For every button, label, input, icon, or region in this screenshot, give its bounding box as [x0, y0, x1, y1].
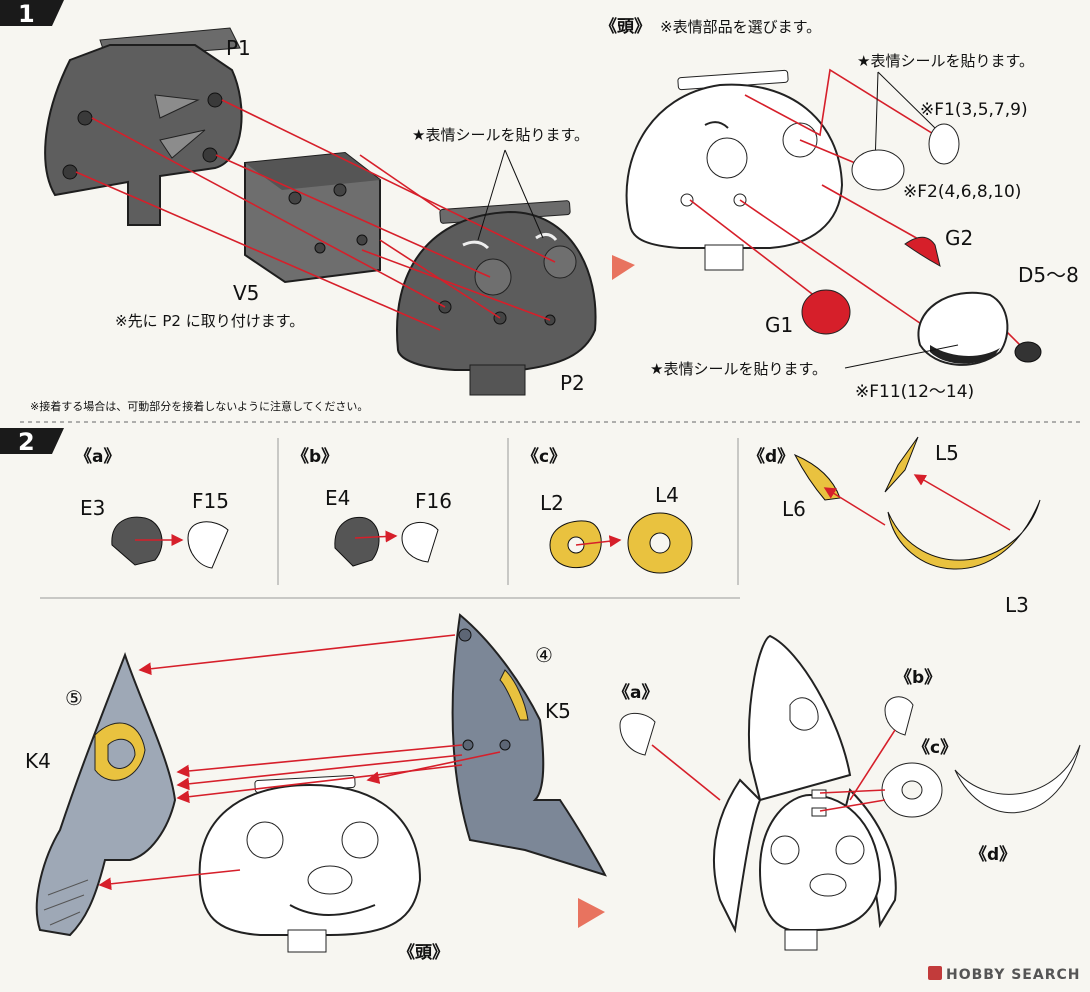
watermark-logo-icon: [928, 966, 942, 980]
part-k4: [35, 652, 177, 937]
watermark: HOBBY SEARCH: [946, 967, 1080, 983]
group-dividers: [277, 438, 739, 585]
label-e4: E4: [325, 486, 350, 510]
step-1-badge: [0, 0, 64, 26]
part-p2: [396, 200, 597, 396]
part-l5: [884, 436, 919, 493]
assembly-lines-head: [689, 68, 1021, 346]
part-d5-d8: [917, 291, 1042, 366]
final-part-c: [881, 762, 943, 818]
part-e4: [334, 516, 380, 567]
step-1-flow-arrow: [612, 255, 635, 280]
label-f2: ※F2(4,6,8,10): [903, 182, 1021, 202]
part-f2-sticker: [851, 149, 905, 191]
label-f16: F16: [415, 489, 452, 513]
group-d-label: 《d》: [748, 446, 794, 467]
part-l2: [549, 520, 602, 569]
label-g2: G2: [945, 226, 973, 250]
final-label-d: 《d》: [970, 844, 1016, 865]
head-title: 《頭》: [600, 16, 651, 37]
group-b-label: 《b》: [292, 446, 338, 467]
final-label-c: 《c》: [913, 737, 957, 758]
sticker-note-2: ★表情シールを貼ります。: [857, 52, 1034, 70]
step-1-number: 1: [18, 0, 35, 28]
step-2-badge: [0, 428, 64, 454]
head-white-2: [198, 775, 422, 953]
part-f1-sticker: [928, 123, 960, 165]
marker-5: ⑤: [65, 686, 83, 710]
assembly-lines-step1: [75, 99, 556, 331]
label-p2: P2: [560, 371, 585, 395]
head-label-2: 《頭》: [398, 942, 449, 963]
part-f15: [187, 521, 229, 569]
sticker-note-1: ★表情シールを貼ります。: [412, 126, 589, 144]
group-c-label: 《c》: [522, 446, 566, 467]
v5-note: ※先に P2 に取り付けます。: [115, 312, 304, 330]
label-l3: L3: [1005, 593, 1029, 617]
glue-note: ※接着する場合は、可動部分を接着しないように注意してください。: [30, 399, 368, 413]
label-l4: L4: [655, 483, 679, 507]
label-d5-d8: D5〜8: [1018, 263, 1079, 287]
final-part-b: [884, 696, 914, 736]
final-label-b: 《b》: [895, 667, 941, 688]
label-f1: ※F1(3,5,7,9): [920, 100, 1028, 120]
step-2-panel: 2 《a》 E3 F15 《b》 E4 F16 《c》 L2 L4 《d》 L6…: [0, 428, 1081, 983]
label-k5: K5: [545, 699, 571, 723]
label-l6: L6: [782, 497, 806, 521]
marker-4: ④: [535, 643, 553, 667]
part-p1: [44, 27, 243, 226]
assembled-head: [712, 634, 897, 951]
group-a-label: 《a》: [75, 446, 120, 467]
part-v5: [244, 151, 381, 284]
label-e3: E3: [80, 496, 105, 520]
head-white: [625, 69, 844, 271]
label-l2: L2: [540, 491, 564, 515]
head-subtitle: ※表情部品を選びます。: [660, 18, 821, 36]
label-l5: L5: [935, 441, 959, 465]
label-f15: F15: [192, 489, 229, 513]
final-part-a: [619, 712, 656, 756]
part-e3: [111, 516, 163, 566]
label-f11: ※F11(12〜14): [855, 382, 974, 402]
assembly-lines-final: [651, 729, 896, 812]
part-f16: [401, 522, 439, 563]
assembly-lines-step2: [98, 634, 501, 891]
part-k5: [451, 613, 607, 877]
part-g1: [801, 289, 851, 335]
sticker-note-3: ★表情シールを貼ります。: [650, 360, 827, 378]
final-part-d: [954, 744, 1081, 814]
part-g2: [904, 236, 941, 267]
part-l4: [627, 512, 693, 574]
label-p1: P1: [226, 36, 251, 60]
label-g1: G1: [765, 313, 793, 337]
step-1-panel: 1 P1 V5 ※先に P2 に取り付けます。: [0, 0, 1079, 413]
step-2-flow-arrow: [578, 898, 605, 928]
label-k4: K4: [25, 749, 51, 773]
part-l3: [887, 499, 1041, 570]
step-2-number: 2: [18, 428, 35, 456]
label-v5: V5: [233, 281, 259, 305]
final-label-a: 《a》: [613, 682, 658, 703]
